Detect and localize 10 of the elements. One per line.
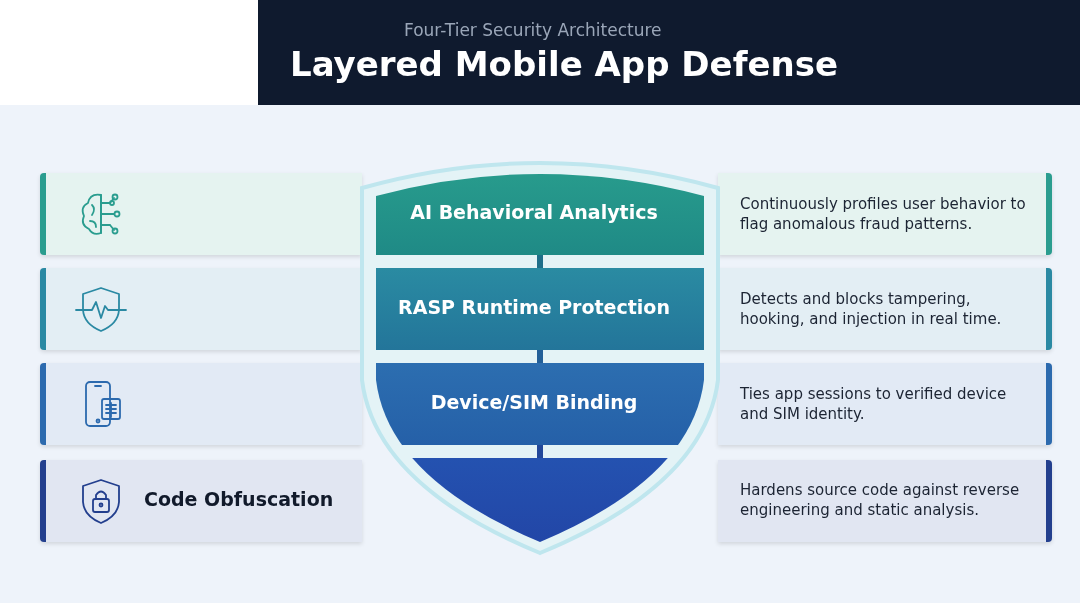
tier-name: RASP Runtime Protection xyxy=(397,296,671,318)
tier-name: AI Behavioral Analytics xyxy=(409,201,659,223)
tier-description: Detects and blocks tampering, hooking, and injection in real time. xyxy=(740,289,1003,329)
tier-description: Continuously profiles user behavior to flag anomalous fraud patterns. xyxy=(740,194,1027,234)
tier-name: Device/SIM Binding xyxy=(429,391,639,413)
tier-description: Hardens source code against reverse engineering and static analysis. xyxy=(740,480,1021,520)
title: Layered Mobile App Defense xyxy=(290,44,838,84)
subtitle: Four-Tier Security Architecture xyxy=(404,20,662,40)
tier-name: Code Obfuscation xyxy=(144,488,334,510)
tier-description: Ties app sessions to verified device and SIM identity. xyxy=(740,384,1008,424)
